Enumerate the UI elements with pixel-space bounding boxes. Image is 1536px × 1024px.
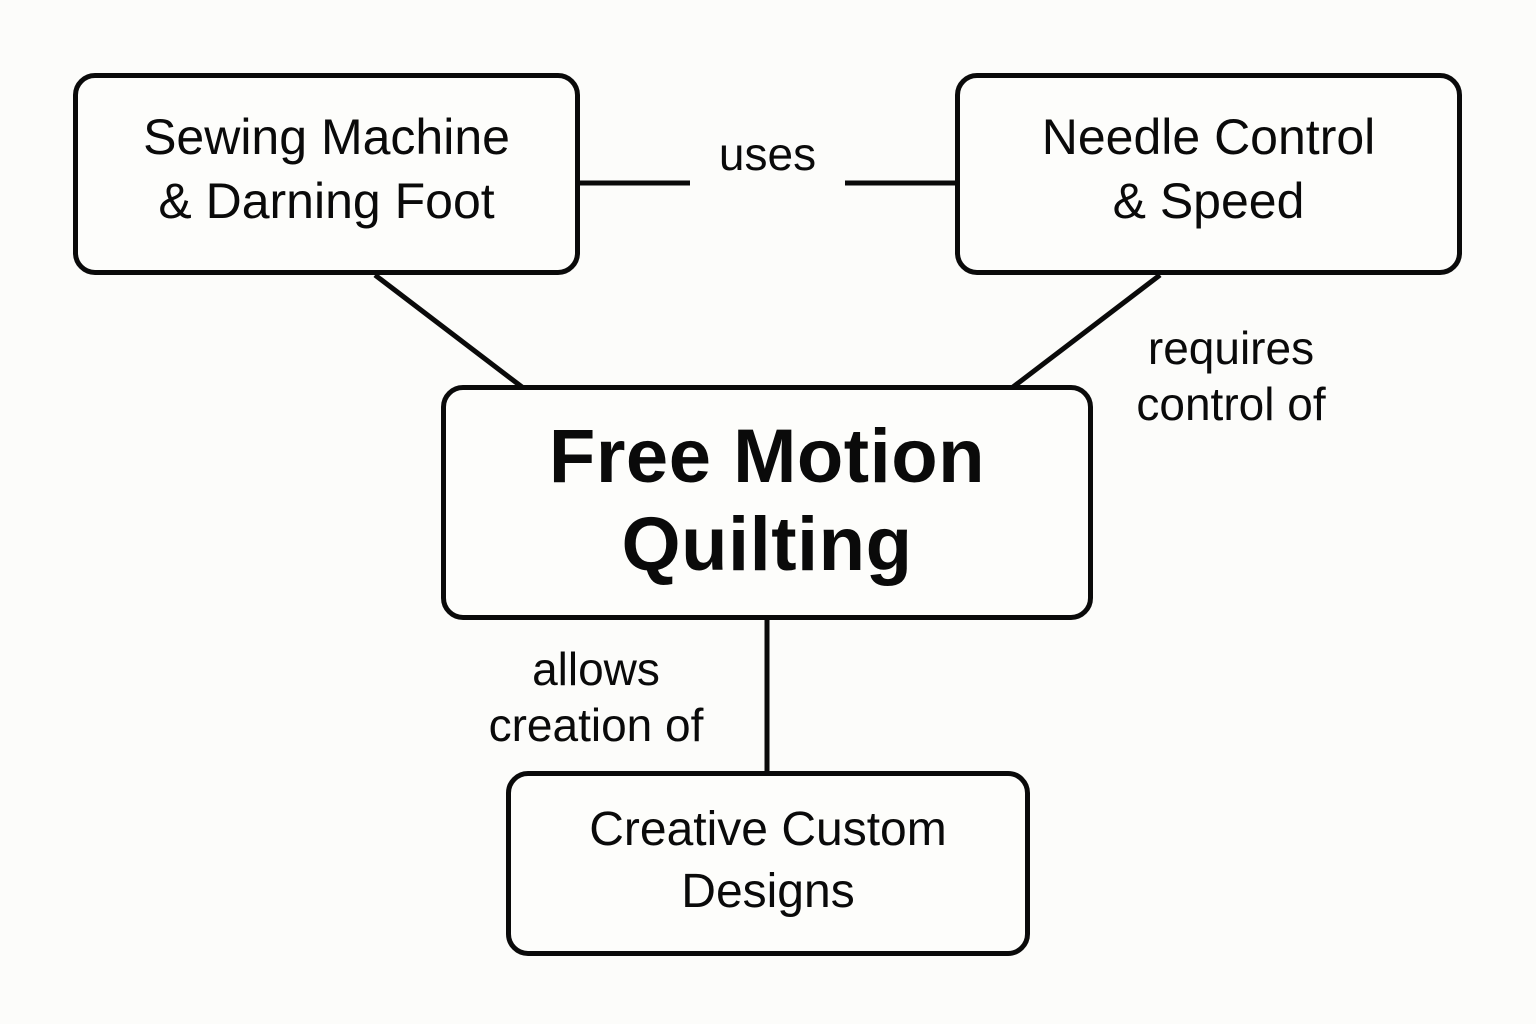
node-label-line: Sewing Machine: [143, 109, 510, 165]
edge-label-uses: uses: [690, 126, 845, 182]
node-label-line: Quilting: [621, 501, 913, 587]
edge-label-allows-creation-of: allows creation of: [465, 641, 727, 753]
edge-label-line: requires: [1147, 322, 1315, 374]
node-label-line: Needle Control: [1041, 109, 1376, 165]
edge-label-line: allows: [532, 643, 660, 695]
node-sewing-machine-darning-foot: Sewing Machine & Darning Foot: [73, 73, 580, 275]
node-label-line: Creative Custom: [589, 802, 947, 856]
node-label-line: Designs: [681, 864, 855, 918]
node-label-line: & Darning Foot: [158, 173, 495, 229]
edge-needle-fmq: [1011, 273, 1162, 389]
edge-label-line: uses: [718, 128, 817, 180]
edge-label-line: control of: [1136, 378, 1326, 430]
edge-label-line: creation of: [488, 699, 704, 751]
edge-sewing-fmq: [373, 273, 524, 389]
node-label-line: & Speed: [1112, 173, 1305, 229]
node-needle-control-speed: Needle Control & Speed: [955, 73, 1462, 275]
edge-label-requires-control-of: requires control of: [1100, 320, 1362, 432]
node-label-line: Free Motion: [548, 413, 986, 499]
node-free-motion-quilting: Free Motion Quilting: [441, 385, 1093, 620]
node-creative-custom-designs: Creative Custom Designs: [506, 771, 1030, 956]
